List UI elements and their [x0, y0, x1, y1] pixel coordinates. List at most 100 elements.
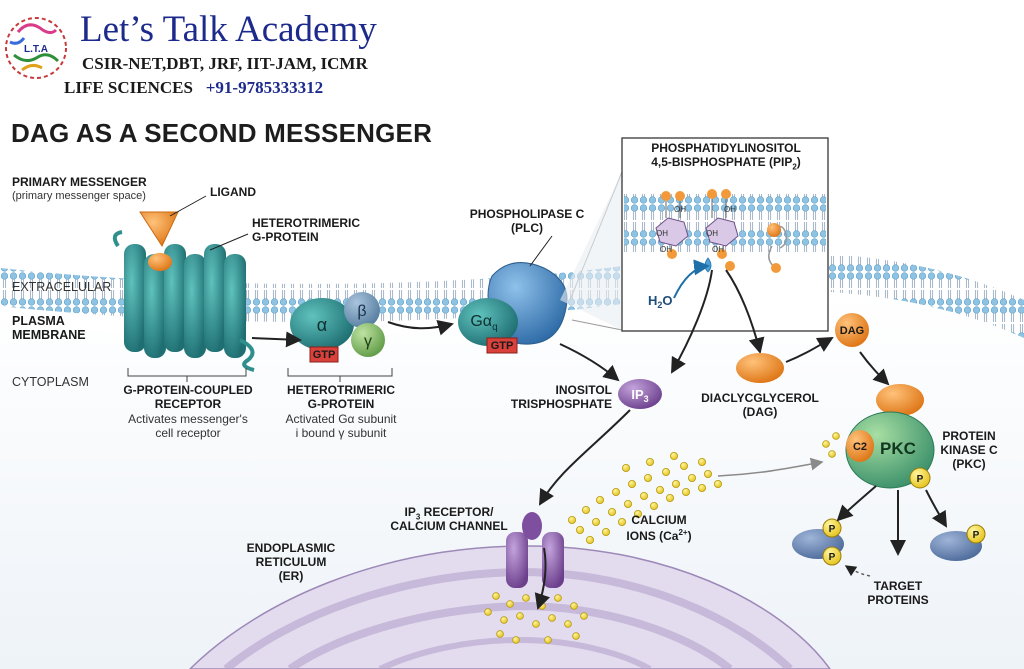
g-alpha-q-subunit	[458, 298, 518, 346]
label-calcium-2: IONS (Ca2+)	[626, 528, 692, 543]
g-alpha-subunit	[290, 298, 354, 350]
label-cytoplasm: CYTOPLASM	[12, 375, 89, 389]
label-membrane: MEMBRANE	[12, 328, 86, 342]
leader-ligand	[169, 195, 207, 217]
pkc-phosphate	[909, 467, 931, 489]
cytoplasm-area	[0, 291, 1024, 669]
label-primary-messenger-sub: (primary messenger space)	[12, 190, 146, 202]
brand-phone: +91-9785333312	[205, 78, 324, 97]
label-plc-2: (PLC)	[511, 221, 543, 235]
arrow-calcium-to-pkc	[717, 457, 824, 477]
gtp-badge-1	[309, 346, 339, 363]
leader-het-g	[209, 233, 249, 251]
brand-exams: CSIR-NET,DBT, JRF, IIT-JAM, ICMR	[82, 54, 368, 73]
label-gpcr-2: RECEPTOR	[154, 397, 222, 411]
arrow-pkc-to-target-left	[836, 485, 877, 522]
callout-wedge	[560, 172, 622, 330]
svg-text:OH: OH	[674, 205, 686, 214]
gtp-badge-2	[486, 337, 518, 354]
svg-text:OH: OH	[706, 229, 718, 238]
ip3-symbol: IP3	[631, 387, 648, 404]
gtp-text-1: GTP	[313, 349, 336, 361]
arrow-gpcr-to-gprotein	[251, 331, 302, 348]
label-ip3-full-2: TRISPHOSPHATE	[510, 397, 612, 411]
label-ip3r-1: IP3 RECEPTOR/	[404, 505, 494, 522]
label-pkc-1: PROTEIN	[942, 429, 996, 443]
label-extracellular: EXTRACELULAR	[12, 280, 112, 294]
callout-line-2	[571, 319, 623, 331]
label-het-g-top-1: HETEROTRIMERIC	[252, 216, 360, 230]
arrow-target-dashed	[844, 565, 871, 577]
svg-text:OH: OH	[660, 245, 672, 254]
svg-text:C2: C2	[853, 441, 867, 453]
ip3-molecule	[618, 379, 662, 409]
label-gpcr-1: G-PROTEIN-COUPLED	[123, 383, 253, 397]
label-er-2: RETICULUM	[255, 555, 327, 569]
arrow-ip3-to-receptor	[538, 409, 631, 506]
phospholipase-c: Gαq GTP	[458, 262, 568, 354]
dag-molecule-membrane	[835, 313, 869, 347]
brand-subject: LIFE SCIENCES	[64, 78, 193, 97]
ip3-receptor-channel	[506, 512, 564, 588]
svg-text:OH: OH	[656, 229, 668, 238]
calcium-ions	[484, 432, 840, 644]
label-er-3: (ER)	[278, 569, 304, 583]
arrow-gprotein-to-plc	[387, 319, 454, 336]
protein-kinase-c: C2 PKC P	[845, 384, 935, 489]
arrow-pkc-to-target-right	[925, 489, 948, 528]
heterotrimeric-g-protein: α β γ GTP	[290, 292, 385, 363]
label-ip3r-2: CALCIUM CHANNEL	[390, 519, 508, 533]
label-het-g-bottom-2: G-PROTEIN	[307, 397, 375, 411]
alpha-symbol: α	[317, 315, 327, 335]
label-gpcr-desc-2: cell receptor	[155, 426, 221, 440]
gamma-symbol: γ	[364, 333, 372, 350]
arrow-dag-to-pkc	[859, 351, 890, 386]
target-protein-left: P P	[792, 518, 844, 566]
label-plasma: PLASMA	[12, 314, 65, 328]
arrow-dag-to-membrane	[785, 337, 834, 363]
dag-symbol: DAG	[840, 325, 864, 337]
label-pip2-2: 4,5-BISPHOSPHATE (PIP2)	[651, 155, 801, 172]
label-het-g-bottom-1: HETEROTRIMERIC	[287, 383, 395, 397]
label-pkc-3: (PKC)	[952, 457, 986, 471]
svg-text:P: P	[917, 474, 924, 485]
arrow-calcium-release	[534, 547, 551, 610]
arrow-plc-to-ip3	[559, 343, 620, 382]
ligand-molecule	[139, 211, 179, 271]
label-dag-full-1: DIACLYCGLYCEROL	[701, 391, 819, 405]
logo-letters: L.T.A	[24, 44, 48, 55]
svg-text:OH: OH	[712, 245, 724, 254]
label-het-g-desc-1: Activated Gα subunit	[285, 412, 397, 426]
label-pkc-2: KINASE C	[940, 443, 998, 457]
label-het-g-desc-2: i bound γ subunit	[295, 426, 387, 440]
label-ip3-full-1: INOSITOL	[555, 383, 612, 397]
brand-name: Let’s Talk Academy	[80, 9, 377, 50]
g-beta-subunit	[344, 292, 380, 328]
c2-domain	[846, 430, 874, 462]
g-gamma-subunit	[351, 323, 385, 357]
gpcr-receptor	[112, 230, 255, 372]
beta-symbol: β	[357, 303, 366, 320]
label-target-2: PROTEINS	[867, 593, 929, 607]
label-pip2-1: PHOSPHATIDYLINOSITOL	[651, 141, 801, 155]
svg-text:P: P	[973, 530, 980, 541]
target-protein-right: P	[930, 524, 986, 561]
label-calcium-1: CALCIUM	[631, 513, 687, 527]
label-het-g-top-2: G-PROTEIN	[252, 230, 319, 244]
label-ligand: LIGAND	[210, 185, 256, 199]
svg-text:OH: OH	[724, 205, 736, 214]
label-plc-1: PHOSPHOLIPASE C	[469, 207, 585, 221]
brand-subject-line: LIFE SCIENCES +91-9785333312	[64, 78, 323, 98]
svg-text:P: P	[829, 552, 836, 563]
svg-text:P: P	[829, 524, 836, 535]
dag-molecule-free	[736, 353, 784, 383]
label-gpcr-desc-1: Activates messenger's	[128, 412, 248, 426]
academy-logo: L.T.A	[5, 17, 67, 79]
label-dag-full-2: (DAG)	[742, 405, 778, 419]
water-label: H2O	[648, 293, 673, 310]
g-alpha-q-symbol: Gαq	[470, 313, 497, 333]
gtp-text-2: GTP	[491, 340, 514, 352]
pip2-inset: H2O OH OH OH OH OH OH	[621, 137, 829, 374]
diagram-title: DAG AS A SECOND MESSENGER	[11, 118, 433, 148]
